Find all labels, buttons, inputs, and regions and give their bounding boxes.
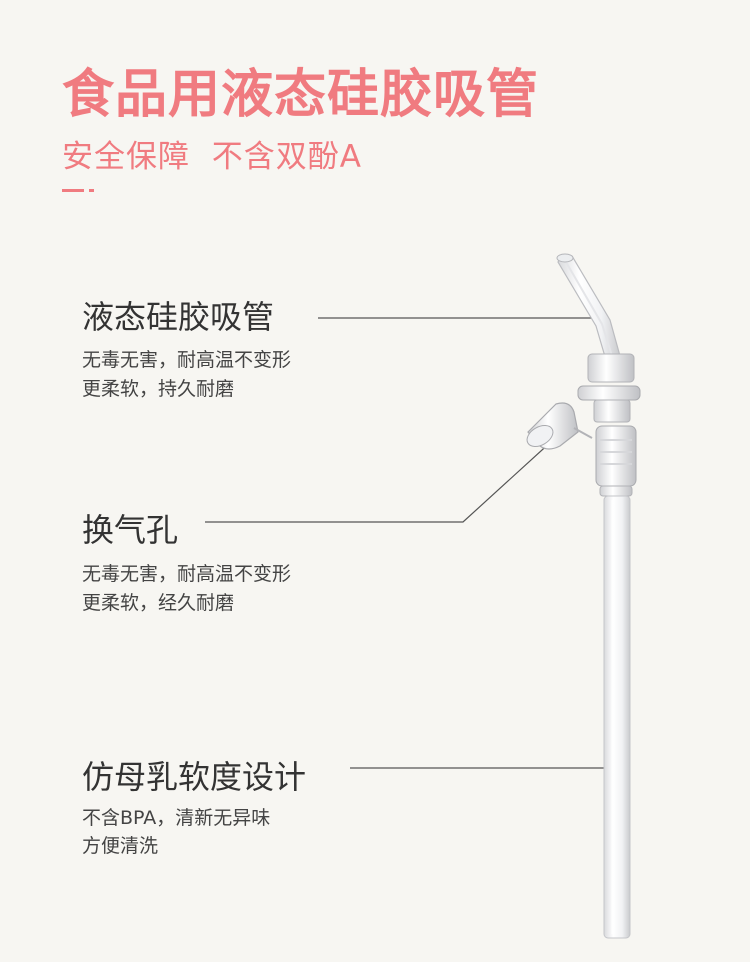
vent-hole-valve [526, 402, 593, 450]
straw-connector [595, 425, 637, 497]
feature-desc-line: 无毒无害，耐高温不变形 [82, 563, 292, 585]
leader-line-2 [205, 439, 554, 523]
straw-tube [603, 495, 631, 939]
accent-divider [62, 189, 84, 192]
feature-heading-vent-hole: 换气孔 [82, 511, 179, 549]
feature-heading-silicone-straw: 液态硅胶吸管 [82, 298, 275, 336]
straw-collar [577, 353, 641, 423]
feature-desc-line: 不含BPA，清新无异味 [82, 807, 271, 829]
feature-desc-line: 更柔软，经久耐磨 [82, 592, 235, 614]
feature-desc-line: 无毒无害，耐高温不变形 [82, 349, 292, 371]
straw-mouthpiece [556, 253, 621, 361]
page-subtitle: 安全保障 不含双酚A [62, 139, 362, 175]
feature-desc-line: 更柔软，持久耐磨 [82, 378, 235, 400]
feature-desc-line: 方便清洗 [82, 835, 159, 857]
feature-heading-softness-design: 仿母乳软度设计 [82, 758, 307, 796]
page-title: 食品用液态硅胶吸管 [62, 65, 540, 125]
accent-divider-dot [89, 189, 94, 192]
